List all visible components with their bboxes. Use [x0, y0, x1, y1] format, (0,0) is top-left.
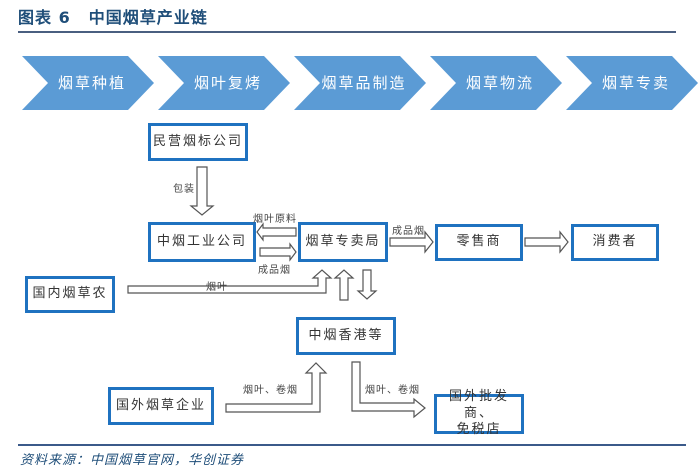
- value-chain: 烟草种植 烟叶复烤 烟草品制造 烟草物流 烟草专卖: [22, 56, 698, 110]
- chevron-stage: [22, 56, 154, 110]
- figure-label: 图表 6: [18, 8, 71, 27]
- chevron-stage: [294, 56, 426, 110]
- node-retailer: 零售商: [435, 224, 523, 261]
- chevron-stage: [566, 56, 698, 110]
- node-foreign-enterprise: 国外烟草企业: [108, 387, 214, 425]
- chevron-stage-label: 烟草品制造: [321, 74, 406, 92]
- node-cnt-hk: 中烟香港等: [296, 317, 396, 355]
- chevron-stage-label: 烟草物流: [466, 74, 534, 92]
- node-foreign-wholesale-line2: 免税店: [456, 422, 502, 438]
- arrow-bureau-to-hk: [356, 269, 378, 300]
- arrow-bureau-to-retailer: [389, 230, 434, 254]
- chevron-stage-label: 烟叶复烤: [194, 74, 262, 92]
- node-foreign-wholesale-line1: 国外批发商、: [448, 388, 509, 421]
- arrow-finished-to-bureau: [259, 242, 297, 262]
- node-foreign-wholesale: 国外批发商、 免税店: [434, 389, 524, 437]
- chevron-stage-label: 烟草专卖: [602, 74, 670, 92]
- source-note: 资料来源：中国烟草官网，华创证券: [20, 453, 245, 468]
- title-divider: [18, 31, 676, 33]
- arrow-hk-to-wholesale: [351, 361, 426, 419]
- label-tobacco-leaf: 烟叶: [206, 282, 228, 293]
- label-finished-cig-bureau: 成品烟: [392, 226, 425, 237]
- arrow-packaging: [189, 166, 215, 216]
- chevron-stage: [158, 56, 290, 110]
- arrow-leaf-farmers: [127, 269, 333, 294]
- source-divider: [18, 444, 686, 446]
- arrow-leaf-raw-material: [256, 222, 297, 242]
- chevron-stage: [430, 56, 562, 110]
- label-packaging: 包装: [173, 184, 195, 195]
- node-consumer: 消费者: [571, 224, 659, 261]
- node-tobacco-bureau: 烟草专卖局: [298, 222, 388, 262]
- node-cnt-industrial: 中烟工业公司: [148, 222, 256, 262]
- arrow-foreign-to-hk: [225, 362, 328, 413]
- figure-title-text: 中国烟草产业链: [88, 8, 208, 27]
- label-finished-cig-industrial: 成品烟: [258, 265, 291, 276]
- label-leaf-cig-out: 烟叶、卷烟: [365, 385, 420, 396]
- chevron-stage-label: 烟草种植: [58, 74, 126, 92]
- label-leaf-raw-material: 烟叶原料: [253, 214, 297, 225]
- node-domestic-farmers: 国内烟草农: [25, 276, 115, 313]
- label-leaf-cig-in: 烟叶、卷烟: [243, 385, 298, 396]
- arrow-hk-to-bureau: [333, 269, 355, 301]
- arrow-retailer-to-consumer: [524, 230, 569, 254]
- figure-title: 图表 6 中国烟草产业链: [18, 4, 208, 28]
- node-private-label: 民营烟标公司: [148, 123, 248, 161]
